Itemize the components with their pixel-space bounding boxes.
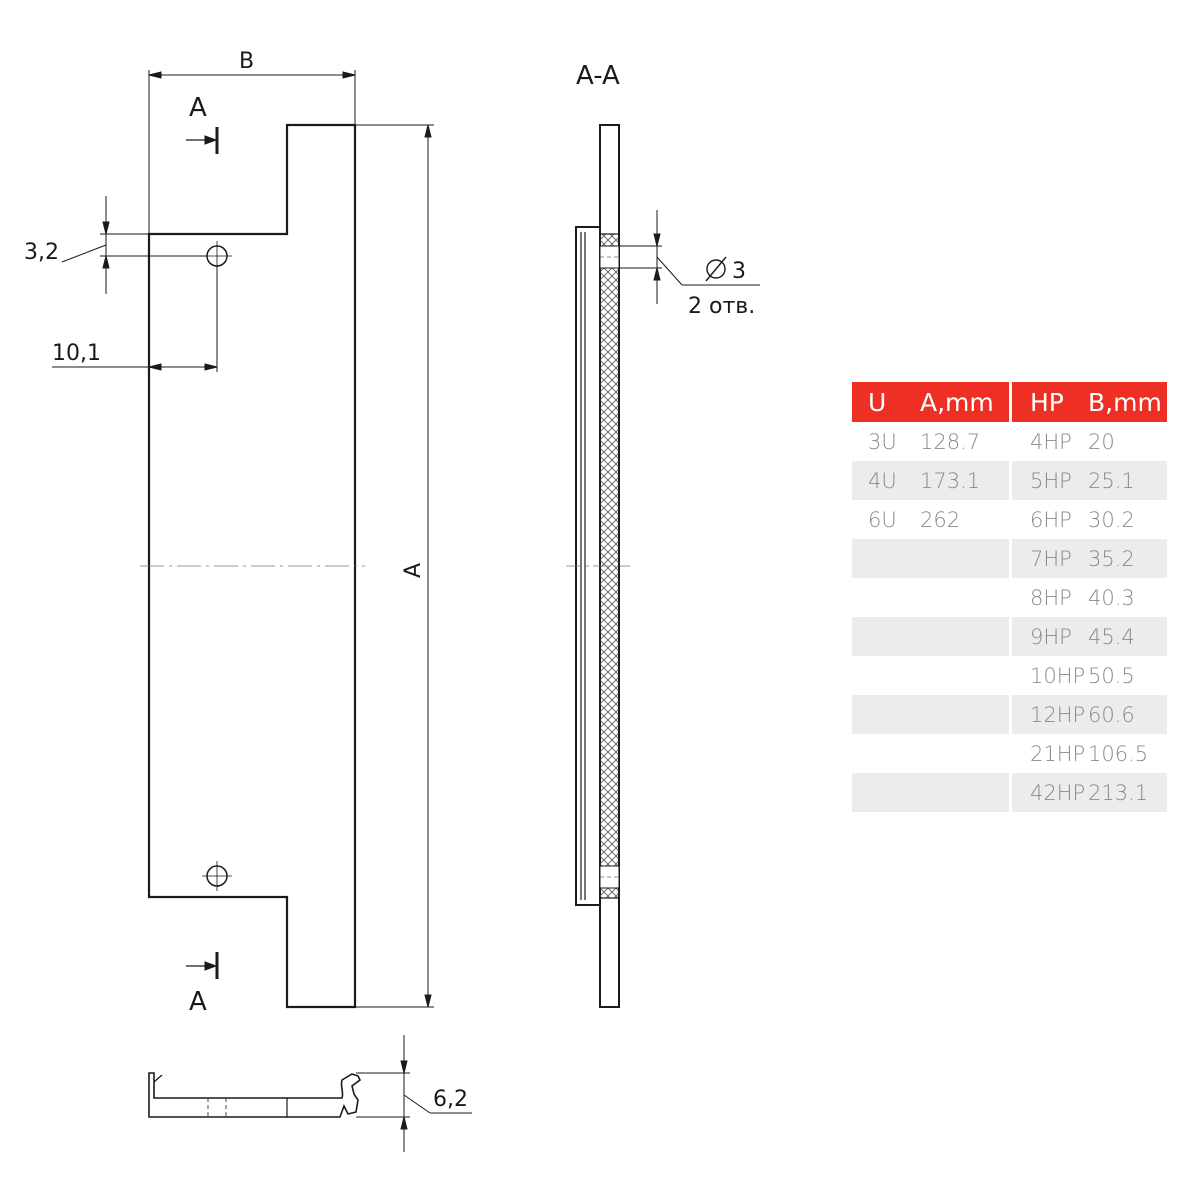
cell-a [920, 773, 1009, 812]
cell-hp: 5HP [1012, 461, 1088, 500]
hole-diameter-value: 3 [732, 259, 746, 284]
dimension-3-2-label: 3,2 [24, 240, 59, 265]
dimension-10-1-label: 10,1 [52, 341, 101, 366]
cell-a [920, 695, 1009, 734]
dimension-b-label: B [239, 49, 254, 74]
table-row: 12HP 60.6 [852, 695, 1167, 734]
section-mark-bottom-label: A [189, 987, 207, 1017]
table-row: 10HP 50.5 [852, 656, 1167, 695]
dimension-10-1 [52, 266, 218, 372]
section-mark-bottom [186, 952, 219, 979]
panel-outline [147, 123, 357, 1009]
cell-hp: 7HP [1012, 539, 1088, 578]
cell-b: 20 [1088, 429, 1115, 454]
profile-outline [148, 1072, 362, 1118]
cell-b: 60.6 [1088, 695, 1167, 734]
cell-u [852, 656, 920, 695]
header-hp: HP [1012, 382, 1088, 422]
dimension-3-2 [61, 196, 207, 294]
table-row: 4U 173.1 5HP 25.1 [852, 461, 1167, 500]
profile-view [148, 1072, 362, 1118]
cell-u [852, 773, 920, 812]
cell-b: 213.1 [1088, 773, 1167, 812]
table-row: 8HP 40.3 [852, 578, 1167, 617]
cell-b: 30.2 [1088, 507, 1135, 532]
cell-hp: 8HP [1030, 585, 1072, 610]
front-view [140, 123, 365, 1009]
cell-a: 262 [920, 507, 961, 532]
section-mark-top [186, 127, 219, 154]
section-mark-top-label: A [189, 93, 207, 123]
header-a: A,mm [920, 382, 1009, 422]
table-row: 21HP 106.5 [852, 734, 1167, 773]
cell-a [920, 734, 1009, 773]
diameter-icon [705, 256, 727, 282]
cell-u [852, 695, 920, 734]
cell-u [852, 734, 920, 773]
table-row: 42HP 213.1 [852, 773, 1167, 812]
cell-u [852, 539, 920, 578]
table-row: 3U 128.7 4HP 20 [852, 422, 1167, 461]
cell-a [920, 539, 1009, 578]
cell-u: 4U [852, 461, 920, 500]
cell-u [852, 578, 920, 617]
dimension-b [148, 70, 356, 234]
cell-b: 106.5 [1088, 741, 1149, 766]
table-header-row: U A,mm HP B,mm [852, 382, 1167, 422]
dimension-a-label: A [401, 563, 426, 578]
dimension-6-2-label: 6,2 [433, 1087, 468, 1112]
cell-b: 40.3 [1088, 585, 1135, 610]
cell-hp: 6HP [1030, 507, 1072, 532]
mounting-hole-bottom [202, 861, 232, 891]
header-u: U [852, 382, 920, 422]
section-title: A-A [576, 61, 620, 91]
hole-count-label: 2 отв. [688, 294, 755, 319]
cell-a [920, 656, 1009, 695]
cell-hp: 42HP [1012, 773, 1088, 812]
dimension-a [355, 124, 434, 1008]
cell-hp: 9HP [1012, 617, 1088, 656]
cell-hp: 10HP [1030, 663, 1086, 688]
size-table: U A,mm HP B,mm 3U 128.7 4HP 20 4U 173.1 … [852, 382, 1167, 812]
section-view [566, 124, 630, 1008]
cell-u: 3U [868, 429, 897, 454]
table-row: 6U 262 6HP 30.2 [852, 500, 1167, 539]
hole-diameter-leader [619, 210, 760, 304]
cell-a [920, 578, 1009, 617]
cell-hp: 12HP [1012, 695, 1088, 734]
dimension-6-2 [356, 1035, 472, 1152]
cell-hp: 4HP [1030, 429, 1072, 454]
cell-b: 50.5 [1088, 663, 1135, 688]
header-b: B,mm [1088, 382, 1167, 422]
table-row: 7HP 35.2 [852, 539, 1167, 578]
cell-b: 35.2 [1088, 539, 1167, 578]
cell-a: 173.1 [920, 461, 1009, 500]
cell-hp: 21HP [1030, 741, 1086, 766]
cell-a [920, 617, 1009, 656]
cell-b: 25.1 [1088, 461, 1167, 500]
cell-b: 45.4 [1088, 617, 1167, 656]
table-row: 9HP 45.4 [852, 617, 1167, 656]
cell-a: 128.7 [920, 429, 981, 454]
cell-u: 6U [868, 507, 897, 532]
cell-u [852, 617, 920, 656]
